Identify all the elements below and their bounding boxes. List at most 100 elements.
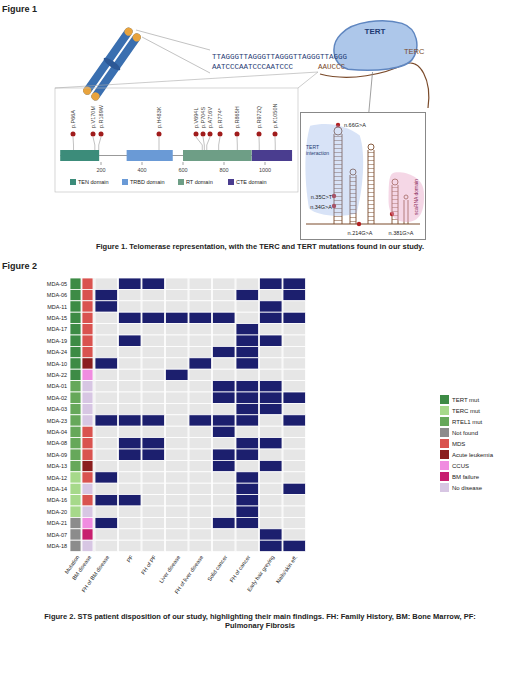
label-text: p.R972Q	[256, 106, 262, 128]
heatmap-cell	[95, 381, 118, 392]
heatmap-cell	[166, 278, 189, 289]
label-text: p.A716V	[207, 107, 213, 128]
heatmap-cell	[236, 324, 259, 335]
heatmap-cell	[189, 392, 212, 403]
rna-loop	[368, 144, 374, 150]
heatmap-cell	[283, 358, 306, 369]
legend-text: CCUS	[452, 462, 469, 469]
heatmap-cell	[236, 381, 259, 392]
heatmap-cell	[283, 346, 306, 357]
lollipop-head	[201, 132, 206, 137]
label-text: MDA-02	[47, 395, 67, 401]
heatmap-cell	[166, 301, 189, 312]
heatmap-cell	[213, 301, 236, 312]
heatmap-cell	[283, 381, 306, 392]
heatmap-cell	[70, 472, 81, 483]
heatmap-cell	[70, 312, 81, 323]
heatmap-cell	[283, 517, 306, 528]
heatmap-cell	[142, 483, 165, 494]
telomere-cap	[131, 32, 142, 43]
heatmap-cell	[166, 312, 189, 323]
heatmap-cell	[119, 517, 142, 528]
label-text: MDA-24	[47, 349, 67, 355]
tert-mutations	[71, 132, 278, 151]
heatmap-cell	[260, 540, 283, 551]
heatmap-cell	[119, 358, 142, 369]
heatmap-cell	[95, 278, 118, 289]
heatmap-cell	[283, 483, 306, 494]
heatmap-cell	[142, 495, 165, 506]
heatmap-cell	[82, 301, 93, 312]
label-text: MDA-09	[47, 452, 67, 458]
legend-swatch	[440, 439, 449, 448]
legend-swatch	[440, 395, 449, 404]
heatmap-cell	[236, 369, 259, 380]
heatmap-cell	[260, 460, 283, 471]
legend-text: Not found	[452, 429, 478, 436]
heatmap-cell	[236, 540, 259, 551]
heatmap-cell	[236, 517, 259, 528]
heatmap-cell	[260, 438, 283, 449]
heatmap-cell	[283, 289, 306, 300]
node-text: TERT	[365, 27, 386, 36]
heatmap-cell	[189, 449, 212, 460]
heatmap-cell	[166, 529, 189, 540]
heatmap-cell	[283, 495, 306, 506]
heatmap-cell	[213, 506, 236, 517]
heatmap-cell	[119, 278, 142, 289]
heatmap-cell	[189, 324, 212, 335]
label-text: MDA-13	[47, 463, 67, 469]
heatmap-cell	[213, 495, 236, 506]
heatmap-cell	[283, 426, 306, 437]
heatmap-cell	[95, 335, 118, 346]
heatmap-cell	[82, 381, 93, 392]
heatmap-cell	[82, 483, 93, 494]
legend-swatch	[122, 179, 128, 185]
telomere-cap	[123, 26, 134, 37]
heatmap-cell	[142, 517, 165, 528]
heatmap-cell	[189, 358, 212, 369]
heatmap-cell	[95, 438, 118, 449]
lollipop-stem	[203, 137, 204, 150]
axis-tick	[101, 162, 102, 165]
heatmap-cell	[70, 517, 81, 528]
heatmap-cell	[95, 483, 118, 494]
lollipop-stem	[73, 137, 75, 150]
lollipop-head	[157, 132, 162, 137]
domain-bar	[127, 150, 173, 161]
node-text: scaRNA domain	[414, 179, 420, 215]
label-text: MDA-14	[47, 486, 67, 492]
heatmap-cell	[119, 312, 142, 323]
heatmap-cell	[213, 540, 236, 551]
label-text: FH of cancer	[229, 554, 252, 583]
heatmap-cell	[70, 438, 81, 449]
lollipop-stem	[99, 137, 101, 150]
label-text: Liver disease	[158, 554, 182, 584]
heatmap-cell	[142, 472, 165, 483]
telomere-cap	[82, 85, 93, 96]
heatmap-cell	[189, 369, 212, 380]
heatmap-cell	[142, 460, 165, 471]
heatmap-cell	[213, 358, 236, 369]
heatmap-cell	[142, 278, 165, 289]
label-text: PF	[125, 554, 134, 563]
heatmap-cell	[70, 460, 81, 471]
heatmap-cell	[236, 472, 259, 483]
label-text: MDA-08	[47, 440, 67, 446]
heatmap-cell	[236, 483, 259, 494]
label-text: Figure 1	[2, 4, 37, 14]
heatmap-cell	[166, 472, 189, 483]
heatmap-cell	[70, 403, 81, 414]
heatmap-cell	[142, 335, 165, 346]
heatmap-cell	[166, 438, 189, 449]
heatmap-cell	[142, 506, 165, 517]
heatmap-cell	[142, 540, 165, 551]
label-text: MDA-12	[47, 474, 67, 480]
inset-box: TERT interactionscaRNA domainn.66G>An.35…	[300, 112, 426, 240]
legend-text: No disease	[452, 484, 482, 491]
axis-tick	[224, 162, 225, 165]
label-text: Nails/skin eff.	[275, 554, 299, 584]
heatmap-cell	[213, 460, 236, 471]
rna-backbone	[306, 224, 420, 225]
